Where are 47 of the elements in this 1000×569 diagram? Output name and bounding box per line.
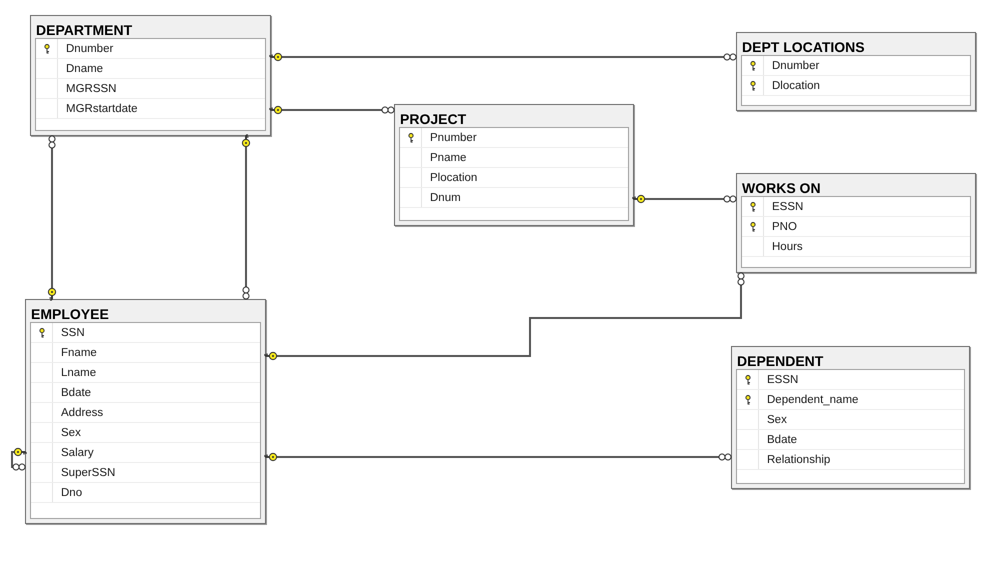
table-title: DEPARTMENT xyxy=(35,21,132,38)
relationship-line xyxy=(48,136,56,301)
table-title: PROJECT xyxy=(399,110,466,127)
column-name: Hours xyxy=(772,240,803,252)
table-box xyxy=(736,173,976,273)
column-name: Relationship xyxy=(767,454,830,466)
column-name: Plocation xyxy=(430,172,478,184)
table-title: DEPENDENT xyxy=(736,352,824,369)
relationship-line xyxy=(632,194,736,204)
column-name: Salary xyxy=(61,446,94,458)
relationship-line xyxy=(264,452,732,462)
table-title: WORKS ON xyxy=(741,179,821,196)
column-name: MGRSSN xyxy=(66,82,116,94)
column-name: Dnum xyxy=(430,192,461,204)
column-name: MGRstartdate xyxy=(66,102,138,114)
column-name: Dlocation xyxy=(772,80,820,92)
column-name: Dnumber xyxy=(772,60,820,72)
column-name: Lname xyxy=(61,366,96,378)
table-box xyxy=(736,32,976,111)
table-title: DEPT LOCATIONS xyxy=(741,38,865,55)
column-name: Sex xyxy=(61,426,81,438)
column-name: Fname xyxy=(61,346,97,358)
column-name: Dnumber xyxy=(66,42,114,54)
column-name: Bdate xyxy=(767,434,798,446)
table-title: EMPLOYEE xyxy=(30,305,109,322)
relationship-line xyxy=(269,52,736,62)
column-name: ESSN xyxy=(767,374,798,386)
column-name: Sex xyxy=(767,414,787,426)
column-name: Bdate xyxy=(61,386,92,398)
column-name: SuperSSN xyxy=(61,466,116,478)
column-name: PNO xyxy=(772,220,797,232)
relationship-line xyxy=(264,272,744,360)
relationship-line xyxy=(242,134,250,300)
table-box xyxy=(25,299,266,524)
column-name: Pname xyxy=(430,152,466,164)
column-name: Dname xyxy=(66,62,104,74)
column-name: Dependent_name xyxy=(767,394,858,406)
column-name: Dno xyxy=(61,486,82,498)
column-name: Address xyxy=(61,406,104,418)
table-box xyxy=(394,104,634,226)
relationship-line xyxy=(269,106,394,114)
column-name: Pnumber xyxy=(430,132,477,144)
relationship-line xyxy=(11,448,27,470)
table-box xyxy=(731,346,970,489)
column-name: SSN xyxy=(61,326,85,338)
table-box xyxy=(30,15,271,136)
column-name: ESSN xyxy=(772,200,804,212)
